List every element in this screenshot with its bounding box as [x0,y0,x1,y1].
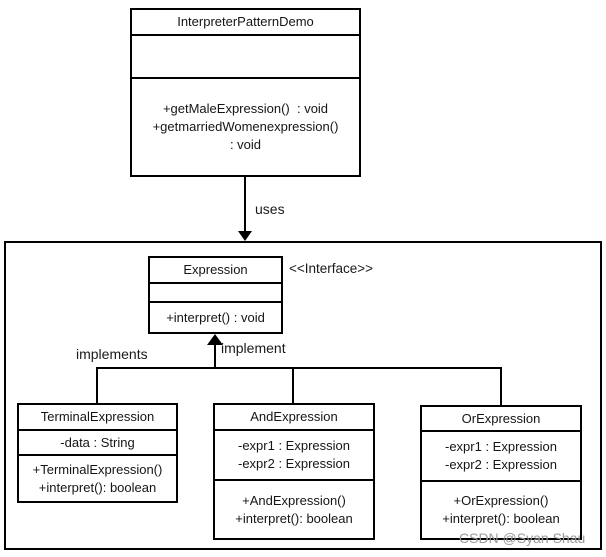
implement-label: implement [221,340,286,356]
class-title-section: InterpreterPatternDemo [132,10,359,34]
class-attributes-section [150,282,281,301]
method-line: +AndExpression() [242,492,346,508]
class-methods-section: +getMaleExpression() : void +getmarriedW… [132,77,359,175]
class-name: AndExpression [250,409,338,424]
class-attributes-section [132,34,359,77]
attribute-line: -data : String [60,434,135,450]
class-methods-section: +interpret() : void [150,301,281,332]
connector-terminalexpression-line [96,367,98,405]
arrow-down-icon [238,231,252,241]
class-box-interpreterpatterndemo: InterpreterPatternDemo +getMaleExpressio… [130,8,361,177]
method-line: +OrExpression() [453,493,549,508]
interface-stereotype-label: <<Interface>> [289,261,374,276]
attribute-line: -expr1 : Expression [445,439,557,454]
class-box-terminalexpression: TerminalExpression -data : String +Termi… [17,403,178,503]
method-line: +interpret(): boolean [442,511,560,526]
class-methods-section: +TerminalExpression() +interpret(): bool… [19,454,176,501]
method-line: +TerminalExpression() [32,461,163,477]
class-methods-section: +OrExpression() +interpret(): boolean [422,480,580,538]
connector-horizontal-line [96,367,502,369]
class-title-section: Expression [150,258,281,282]
attribute-line: -expr2 : Expression [445,457,557,472]
uses-label: uses [255,201,285,217]
class-name: InterpreterPatternDemo [177,14,314,29]
class-attributes-section: -expr1 : Expression -expr2 : Expression [422,430,580,480]
class-title-section: TerminalExpression [19,405,176,429]
attribute-line: -expr1 : Expression [238,438,350,453]
class-attributes-section: -expr1 : Expression -expr2 : Expression [215,429,373,479]
method-line: +interpret(): boolean [38,479,157,495]
method-line: +interpret() : void [166,309,265,325]
implements-label: implements [76,346,148,362]
csdn-watermark: CSDN @Syan Shau [459,530,586,546]
class-name: Expression [183,262,248,277]
class-title-section: OrExpression [422,407,580,430]
class-name: OrExpression [461,410,541,426]
class-box-orexpression: OrExpression -expr1 : Expression -expr2 … [420,405,582,540]
class-title-section: AndExpression [215,405,373,429]
method-line: : void [229,137,262,152]
class-methods-section: +AndExpression() +interpret(): boolean [215,479,373,538]
implements-arrow-line [214,343,216,369]
method-line: +getmarriedWomenexpression() [152,119,339,134]
attribute-line: -expr2 : Expression [238,456,350,471]
class-name: TerminalExpression [40,409,155,424]
arrow-up-icon [207,334,223,345]
connector-andexpression-line [292,367,294,405]
class-box-expression: Expression +interpret() : void [148,256,283,334]
method-line: +getMaleExpression() : void [162,101,329,116]
connector-orexpression-line [500,367,502,407]
class-attributes-section: -data : String [19,429,176,454]
uses-arrow-line [244,177,246,233]
method-line: +interpret(): boolean [235,510,353,526]
pattern-frame-box [4,241,602,550]
class-box-andexpression: AndExpression -expr1 : Expression -expr2… [213,403,375,540]
